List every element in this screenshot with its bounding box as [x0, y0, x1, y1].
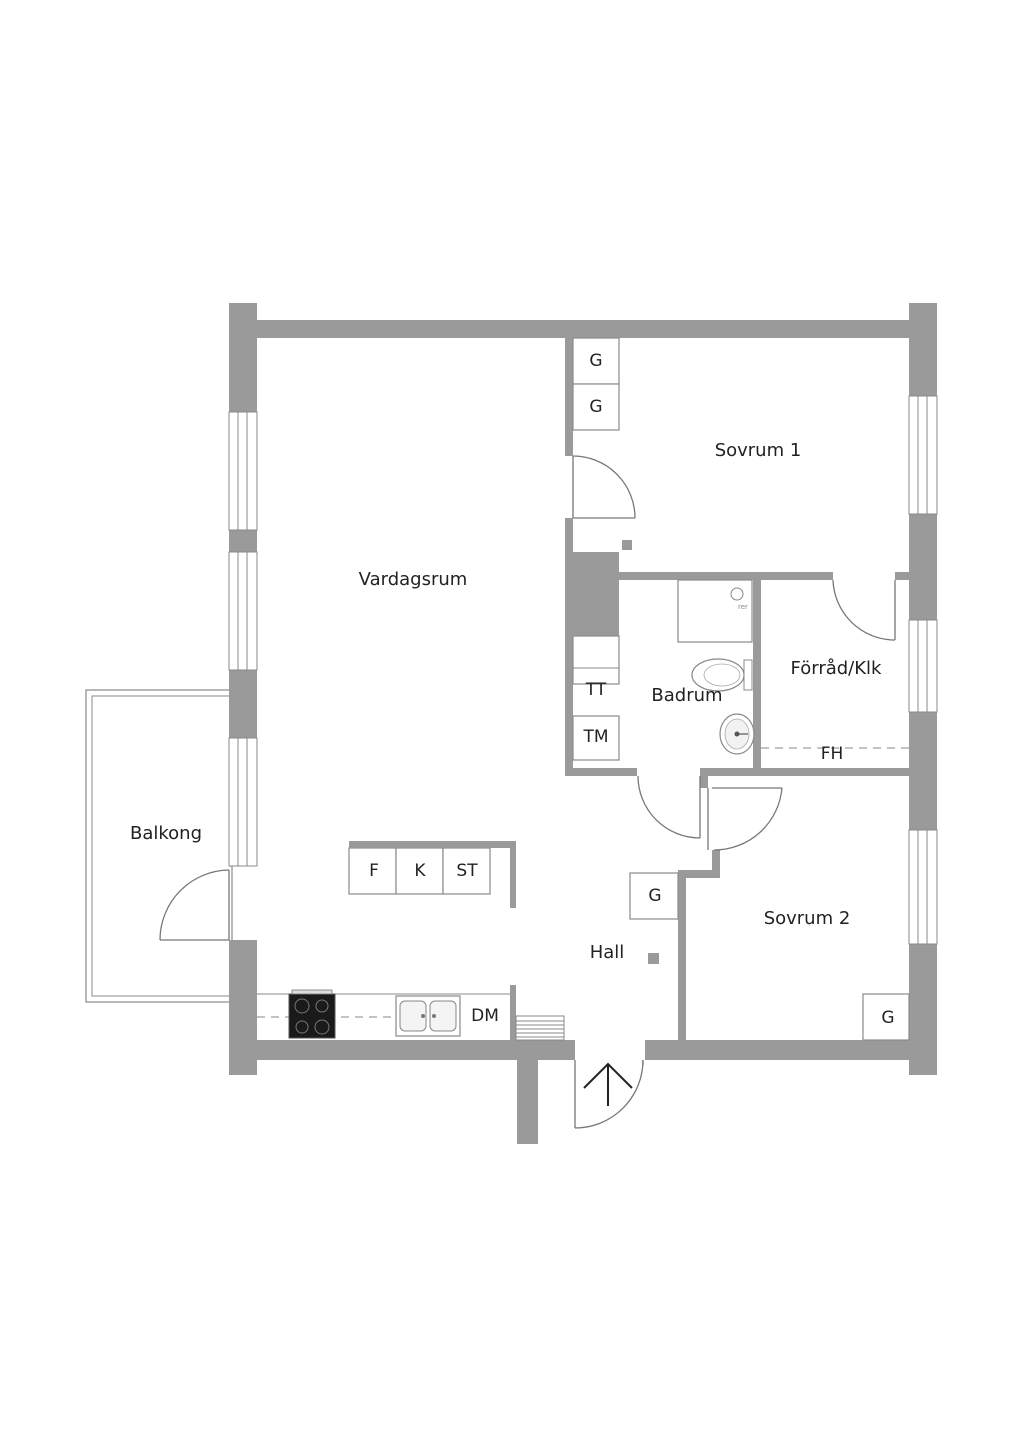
label-freezer: K: [414, 861, 426, 881]
storage-box: [442, 847, 491, 895]
label-fridge: F: [369, 861, 379, 881]
doors: [159, 455, 896, 1129]
label-badrum: Badrum: [651, 685, 722, 706]
label-storage: ST: [456, 861, 478, 881]
door-badrum[interactable]: [637, 775, 701, 839]
toilet-icon: [691, 658, 753, 692]
label-sovrum1: Sovrum 1: [715, 440, 802, 461]
shower: [677, 579, 753, 643]
label-wardrobe: G: [589, 351, 602, 371]
room-labels: Vardagsrum Sovrum 1 Badrum Förråd/Klk So…: [130, 440, 882, 963]
label-wardrobe: G: [648, 886, 661, 906]
basin-icon: [719, 713, 755, 755]
fixture-labels: G G TT TM FH G G F K ST DM: [369, 351, 894, 1028]
svg-text:rer: rer: [738, 603, 748, 611]
label-wardrobe: G: [881, 1008, 894, 1028]
wardrobe-box: [629, 872, 679, 920]
label-hall: Hall: [590, 942, 625, 963]
door-sovrum1[interactable]: [572, 455, 636, 519]
arrow-up-icon: [583, 1062, 633, 1106]
label-wardrobe: G: [589, 397, 602, 417]
door-forrad[interactable]: [832, 579, 896, 641]
outer-walls: [229, 303, 937, 1144]
label-dishwasher: DM: [471, 1006, 499, 1026]
grille-icon: [515, 1015, 565, 1041]
fixtures: rer: [257, 337, 910, 1041]
door-entrance[interactable]: [574, 1059, 644, 1129]
label-vardagsrum: Vardagsrum: [359, 569, 468, 590]
wardrobe-box: [862, 993, 910, 1041]
label-tumble-dryer: TT: [585, 680, 607, 700]
label-floor-heater: FH: [821, 744, 844, 764]
label-washing-machine: TM: [582, 727, 608, 747]
label-forrad: Förråd/Klk: [791, 658, 883, 679]
door-sovrum2[interactable]: [707, 787, 783, 851]
wardrobe-box: [572, 383, 620, 431]
dryer-box: [572, 635, 620, 685]
stove-icon: [288, 989, 336, 1039]
label-sovrum2: Sovrum 2: [764, 908, 851, 929]
balcony: [85, 689, 233, 1003]
windows: [228, 395, 938, 945]
interior-walls: [510, 338, 909, 1040]
door-balkong[interactable]: [159, 869, 230, 941]
sink-icon: [395, 995, 461, 1037]
freezer-box: [395, 847, 444, 895]
label-balkong: Balkong: [130, 823, 202, 844]
